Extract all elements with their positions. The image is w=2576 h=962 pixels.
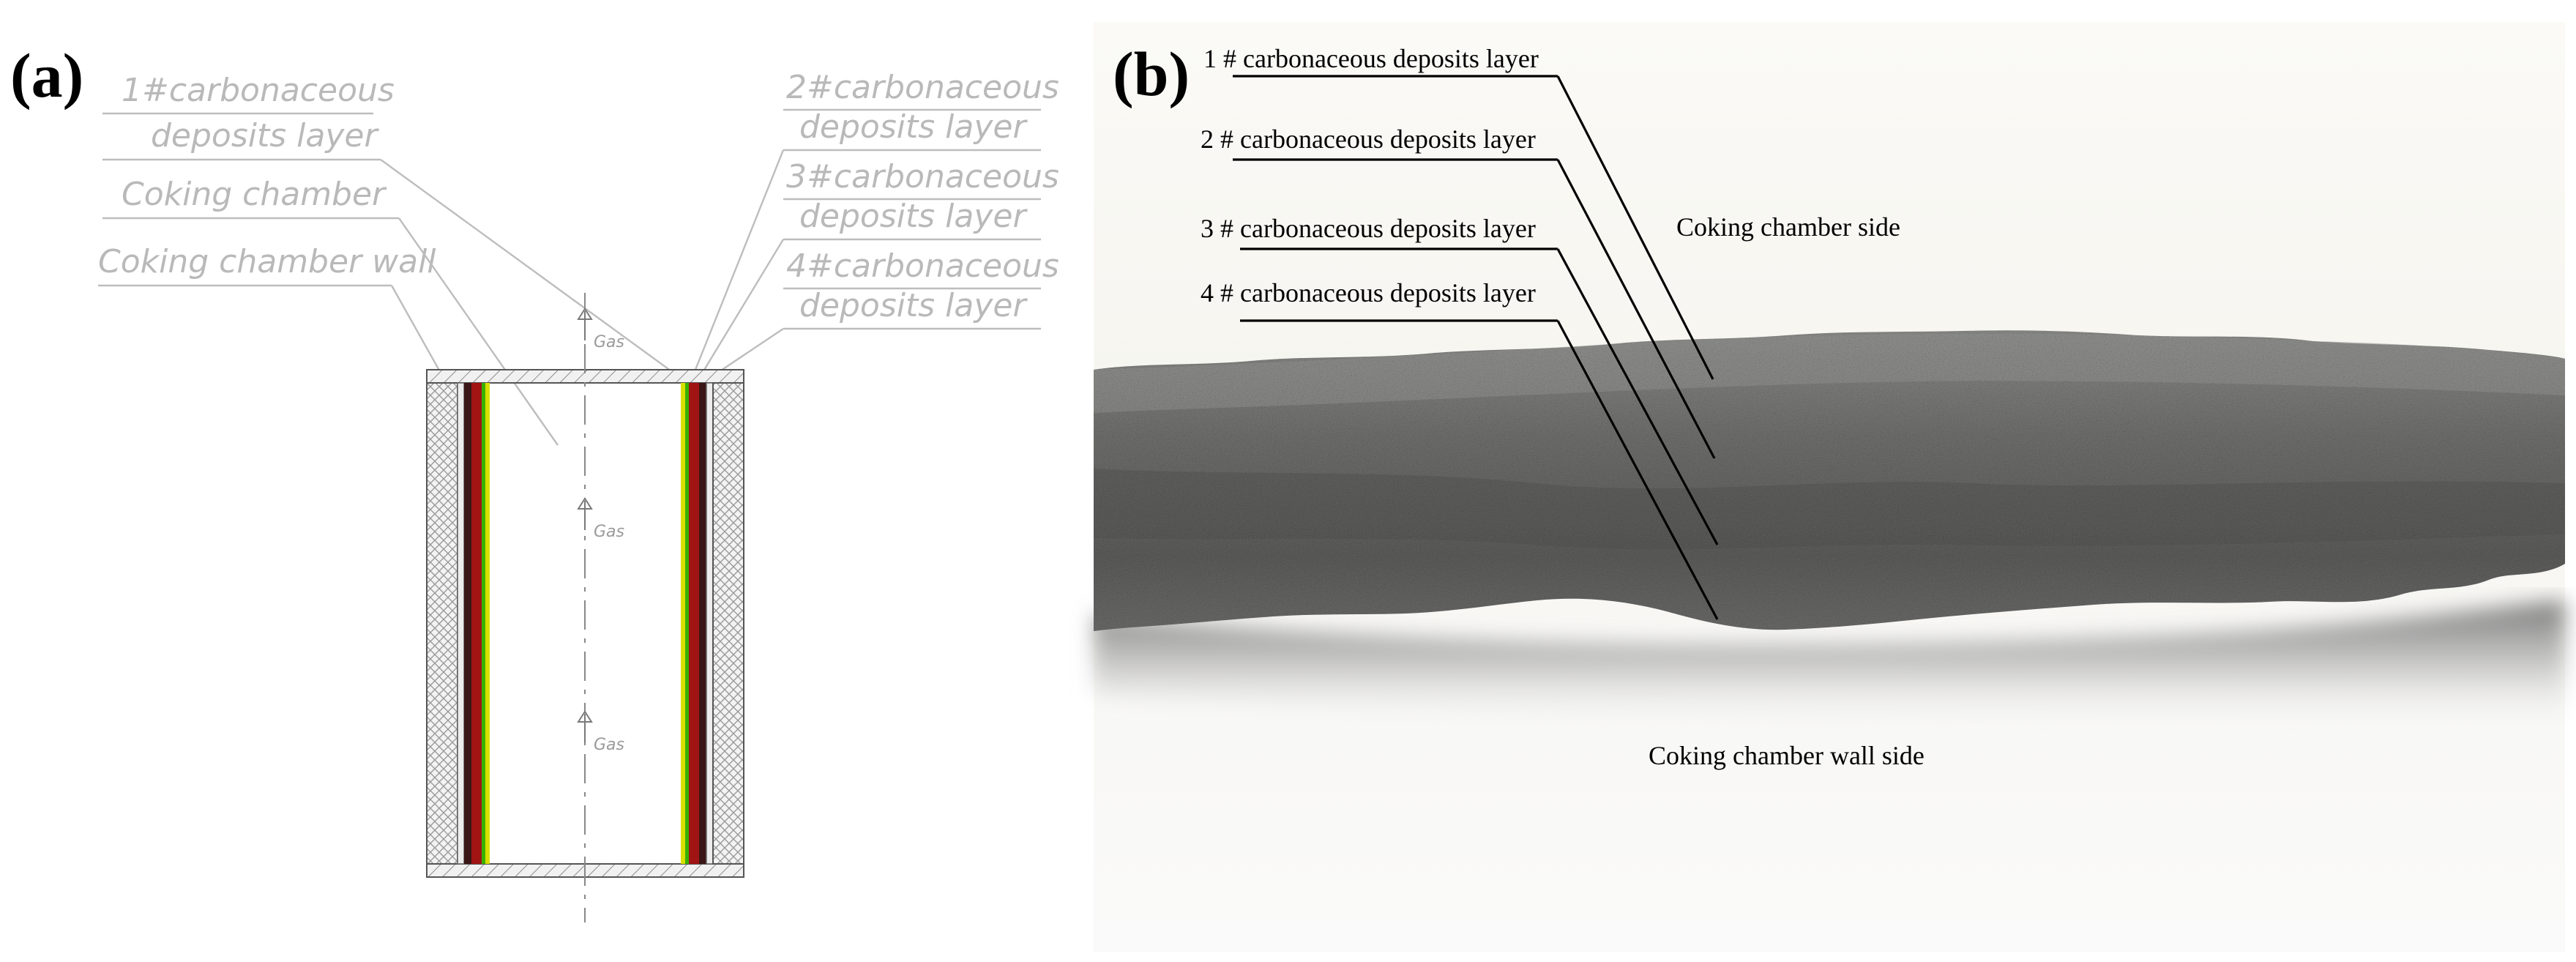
leader-a-layer3-diagonal xyxy=(696,239,785,381)
label-a-layer3-line1: 3#carbonaceous xyxy=(786,158,1059,195)
layer-right-yellow xyxy=(681,383,685,864)
panel-b-letter: (b) xyxy=(1113,39,1190,109)
photo-slab-top-crust xyxy=(1094,333,2565,413)
label-a-wall: Coking chamber wall xyxy=(98,243,436,280)
leader-a-chamber-diagonal xyxy=(398,217,559,446)
photo-slab-mid-band xyxy=(1094,469,2565,550)
coking-chamber-drawing: Gas Gas Gas xyxy=(426,293,744,922)
label-a-layer1-line2: deposits layer xyxy=(151,117,379,154)
leader-a-wall-diagonal xyxy=(390,285,447,381)
label-b-chamber-side: Coking chamber side xyxy=(1676,212,1900,242)
label-a-layer4-line2: deposits layer xyxy=(799,287,1028,324)
gas-label-1: Gas xyxy=(594,333,624,351)
label-a-layer2-line2: deposits layer xyxy=(799,108,1028,146)
label-b-layer1: 1 # carbonaceous deposits layer xyxy=(1203,44,1539,73)
gas-arrow-1: Gas xyxy=(577,307,624,351)
layer-left-yellow xyxy=(485,383,490,864)
leader-a-layer1-diagonal xyxy=(380,159,685,381)
label-a-layer3-line2: deposits layer xyxy=(799,198,1028,235)
gas-arrow-2: Gas xyxy=(577,497,624,541)
chamber-wall-right-inner xyxy=(706,382,714,865)
panel-b: (b) 1 # carbonaceous deposits layer 2 # … xyxy=(1094,22,2565,952)
photo-carbon-slab xyxy=(1094,330,2565,631)
gas-label-2: Gas xyxy=(594,523,624,541)
chamber-wall-right-outer xyxy=(712,382,744,865)
panel-a: (a) 1#carbonaceous deposits layer Coking… xyxy=(10,40,1059,922)
leader-b-layer1-diagonal xyxy=(1556,75,1714,380)
label-b-layer2: 2 # carbonaceous deposits layer xyxy=(1201,124,1536,154)
gas-label-3: Gas xyxy=(594,736,624,754)
layer-right-green xyxy=(685,383,689,864)
layer-right-red xyxy=(689,383,699,864)
label-a-chamber: Coking chamber xyxy=(122,176,387,213)
gas-arrow-3: Gas xyxy=(577,710,624,754)
leader-b-layer4-diagonal xyxy=(1556,320,1719,620)
label-b-layer4: 4 # carbonaceous deposits layer xyxy=(1201,278,1536,307)
label-a-layer2-line1: 2#carbonaceous xyxy=(786,69,1059,106)
leader-b-layer3-diagonal xyxy=(1556,248,1719,545)
label-b-layer3: 3 # carbonaceous deposits layer xyxy=(1201,214,1536,243)
layer-right-dark xyxy=(699,383,706,864)
chamber-wall-left-inner xyxy=(457,382,465,865)
label-a-layer4-line1: 4#carbonaceous xyxy=(786,247,1059,285)
chamber-wall-left-outer xyxy=(426,382,458,865)
leader-a-layer2-diagonal xyxy=(690,149,785,381)
layer-left-red xyxy=(471,383,482,864)
panel-a-letter: (a) xyxy=(10,40,83,111)
layer-left-green xyxy=(482,383,485,864)
label-a-layer1-line1: 1#carbonaceous xyxy=(122,72,395,109)
label-b-wall-side: Coking chamber wall side xyxy=(1649,741,1924,770)
leader-b-layer2-diagonal xyxy=(1556,159,1716,459)
photo-slab-shadow xyxy=(1094,600,2565,732)
layer-left-dark xyxy=(464,383,471,864)
